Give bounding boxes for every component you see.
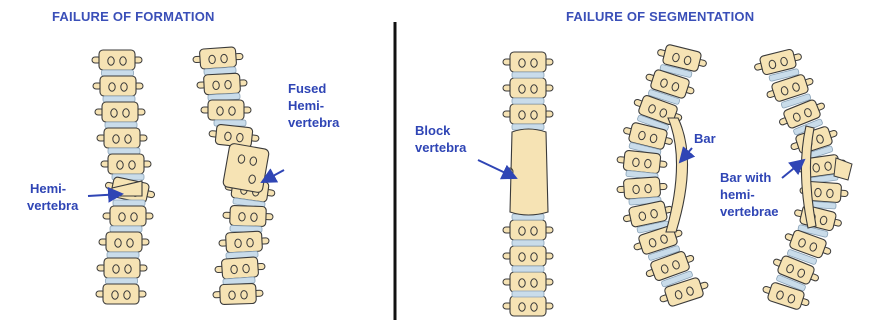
bar-label: Bar (694, 130, 716, 147)
vertebra (503, 296, 553, 316)
block-vertebra-arrow (478, 160, 516, 178)
vertebra (214, 256, 265, 279)
vertebra (95, 102, 145, 122)
intervertebral-disc (512, 291, 544, 297)
intervertebral-disc (103, 96, 135, 102)
vertebra (503, 52, 553, 72)
intervertebral-disc (107, 252, 139, 258)
block-vertebra (507, 129, 548, 215)
vertebra (616, 176, 667, 199)
vertebra (223, 205, 274, 227)
vertebra (503, 220, 553, 240)
intervertebral-disc (105, 122, 137, 128)
vertebra (192, 46, 243, 69)
vertebra (503, 78, 553, 98)
vertebra (97, 258, 147, 278)
vertebra (97, 128, 147, 148)
intervertebral-disc (512, 98, 544, 104)
intervertebral-disc (110, 226, 142, 232)
vertebra (93, 76, 143, 96)
intervertebral-disc (102, 70, 134, 76)
vertebra (99, 232, 149, 252)
intervertebral-disc (512, 72, 544, 78)
hemi-vertebra-label: Hemi-vertebra (30, 180, 78, 214)
vertebra (503, 104, 553, 124)
vertebra (103, 206, 153, 226)
fused-hemivertebra (222, 143, 269, 193)
intervertebral-disc (512, 266, 544, 272)
intervertebral-disc (512, 240, 544, 246)
vertebra (503, 246, 553, 266)
intervertebral-disc (108, 148, 140, 154)
intervertebral-disc (106, 278, 138, 284)
vertebra (96, 284, 146, 304)
bony-bar (666, 118, 688, 232)
vertebra (92, 50, 142, 70)
hemivertebra (834, 158, 852, 180)
vertebra (213, 283, 264, 305)
intervertebral-disc (113, 200, 145, 206)
vertebra (201, 100, 251, 120)
vertebra (197, 73, 248, 96)
vertebra (219, 231, 270, 254)
vertebra (101, 154, 151, 174)
vertebra (503, 272, 553, 292)
